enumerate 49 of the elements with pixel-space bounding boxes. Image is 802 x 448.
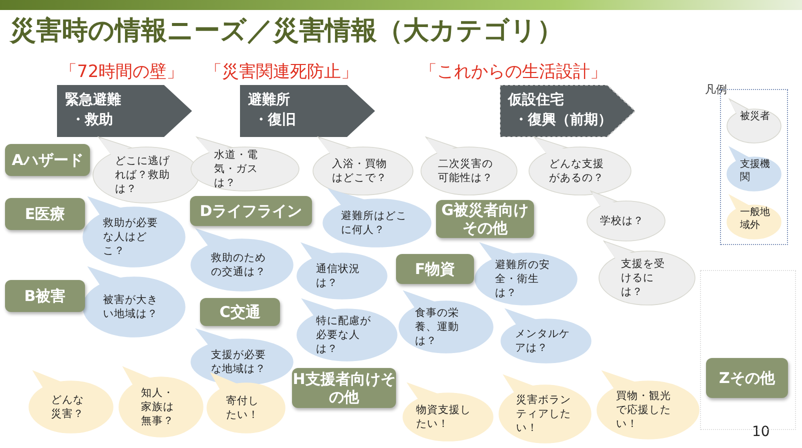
arrow-heading: 避難所 <box>248 91 290 109</box>
bubble-text: 食事の栄養、運動は？ <box>415 306 460 348</box>
bubble-text: 買物・観光で応援したい！ <box>616 389 672 431</box>
arrow-heading: 緊急避難 <box>65 91 121 109</box>
bubble-text: 知人・家族は無事？ <box>141 386 175 428</box>
bubble-text: 救助のための交通は？ <box>211 251 267 279</box>
category-box: E医療 <box>5 198 85 230</box>
legend-label: 一般地域外 <box>740 206 770 232</box>
bubble-text: 特に配慮が必要な人は？ <box>316 314 372 356</box>
phase-arrow <box>240 85 375 137</box>
bubble-text: 二次災害の可能性は？ <box>438 157 494 185</box>
phase-arrow <box>57 85 192 137</box>
arrow-subtext: ・救助 <box>71 111 113 129</box>
bubble-text: 寄付したい！ <box>226 394 260 422</box>
title: 災害時の情報ニーズ／災害情報（大カテゴリ） <box>10 15 563 48</box>
arrow-heading: 仮設住宅 <box>508 91 564 109</box>
legend-label: 被災者 <box>740 110 770 123</box>
arrow-subtext: ・復興（前期） <box>514 111 612 129</box>
category-box: Zその他 <box>706 358 788 398</box>
bubble-text: 被害が大きい地域は？ <box>103 293 159 321</box>
bubble-text: どこに逃げれば？救助は？ <box>115 154 171 196</box>
bubble-text: 救助が必要な人はどこ？ <box>103 216 159 258</box>
category-box: G被災者向けその他 <box>436 200 534 238</box>
category-box: Dライフライン <box>190 196 312 226</box>
bubble-text: 通信状況は？ <box>316 262 361 290</box>
phase-caption: 「災害関連死防止」 <box>205 61 358 83</box>
bubble-text: 避難所はどこに何人？ <box>341 209 408 237</box>
phase-caption: 「72時間の壁」 <box>60 61 184 83</box>
bubble-text: 災害ボランティアしたい！ <box>516 393 572 435</box>
legend-label: 支援機関 <box>740 158 770 184</box>
bubble-text: どんな災害？ <box>51 393 85 421</box>
category-box: B被害 <box>5 280 85 312</box>
bubble-text: メンタルケアは？ <box>515 327 571 355</box>
category-box: Aハザード <box>5 144 90 176</box>
bubble-text: どんな支援があるの？ <box>549 157 605 185</box>
category-box: C交通 <box>200 298 280 326</box>
bubble-text: 入浴・買物はどこで？ <box>332 157 388 185</box>
bubble-text: 避難所の安全・衛生は？ <box>495 258 551 300</box>
category-box: F物資 <box>396 254 474 284</box>
page-number: 10 <box>752 424 770 440</box>
bubble-text: 水道・電気・ガスは？ <box>214 148 259 190</box>
bubble-text: 支援を受けるには？ <box>621 257 666 299</box>
bubble-text: 物資支援したい！ <box>416 403 472 431</box>
phase-arrow <box>500 85 635 137</box>
bubble-text: 学校は？ <box>600 214 645 228</box>
category-box: H支援者向けその他 <box>292 368 396 408</box>
arrow-subtext: ・復旧 <box>254 111 296 129</box>
bubble-text: 支援が必要な地域は？ <box>211 348 267 376</box>
phase-caption: 「これからの生活設計」 <box>420 61 607 83</box>
